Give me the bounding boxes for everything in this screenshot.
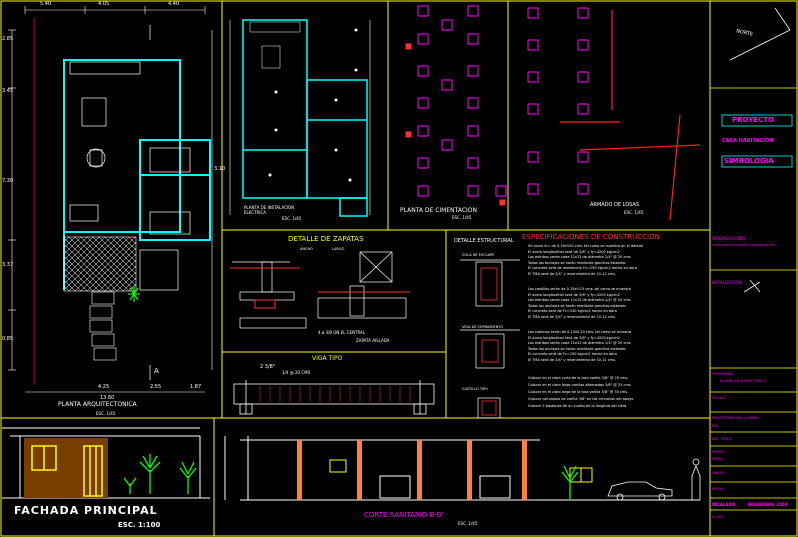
- sidebar-obs-text: COTAS EN CENTIMETROS NIVELES EN MTS: [712, 243, 776, 247]
- spec-line: El concreto será de resistencia f'c=150 …: [528, 266, 637, 270]
- planta-arquitectonica: [8, 6, 213, 393]
- planta-cimentacion-title: PLANTA DE CIMENTACION: [400, 207, 478, 214]
- sidebar-field-a: ING. PERI 1: [712, 437, 732, 441]
- sidebar-field-e: FECHA: [712, 487, 724, 491]
- spec-line: El TMA será de 3/4" y revenimiento de 10…: [528, 271, 617, 276]
- corte-sanitario: [224, 436, 701, 501]
- sidebar-proyecto: PROYECTO: [732, 116, 774, 124]
- dim-top-2: 4.05: [98, 1, 110, 7]
- spec-line: Los castillos serán de 0.15x0.15 cms. ta…: [528, 287, 631, 291]
- spec-line: El acero longitudinal será de 3/8" y fy=…: [528, 335, 620, 340]
- viga-bar-top: 2 3/8": [260, 364, 276, 370]
- corte-scale: ESC. 1/45: [458, 521, 478, 526]
- spec-line: El TMA será de 3/4" y revenimiento de 10…: [528, 314, 617, 319]
- spec-line: Las cadenas serán de 0.15x0.20 cms. tal …: [528, 330, 632, 334]
- spec-line: Los estribos serán cada 11x12 de diámetr…: [528, 255, 631, 259]
- zapata-col-2: LARGO: [332, 247, 345, 251]
- spec-line: Los estribos serán cada 11x12 de diámetr…: [528, 341, 631, 345]
- sidebar-fecha-label: INCALADO: [712, 502, 736, 507]
- dim-bottom-total: 13.60: [100, 395, 115, 401]
- sidebar-field-c: FIRMA: [712, 457, 723, 461]
- especificaciones-title: ESPECIFICACIONES DE CONSTRUCCION: [522, 233, 660, 241]
- dim-left-3: 7.30: [2, 178, 14, 184]
- planta-cimentacion-scale: ESC. 1/45: [452, 215, 472, 220]
- dim-left-4: 3.37: [2, 262, 14, 268]
- spec-line: El acero longitudinal será de 3/8" y fy=…: [528, 292, 620, 297]
- zapata-note-2: ZAPATA AISLADA: [356, 338, 390, 343]
- sidebar-fecha-val: NOVIEMBRE 2003: [748, 502, 788, 507]
- spec-line: Colocar columpios de varilla 3/8" en las…: [528, 397, 634, 401]
- spec-line: El TMA será de 3/4" y revenimiento de 10…: [528, 357, 617, 362]
- sidebar-field-b: PERITO: [712, 450, 725, 454]
- spec-line: Se acero fc= de 4.30x120 cms. tal como s…: [528, 244, 643, 248]
- dim-bottom-1: 4.25: [98, 384, 110, 390]
- estructural-label-2: VIGA DE CERRAMIENTO: [462, 325, 504, 329]
- detalle-zapatas: [230, 251, 410, 329]
- planta-electrica-scale: ESC. 1/45: [282, 216, 302, 221]
- spec-line: Colocar en el claro largo de la losa var…: [528, 390, 629, 394]
- armado-losas: [527, 7, 701, 221]
- sidebar-contenido: CONTENIDO: [712, 372, 734, 376]
- dim-bottom-2: 2.55: [150, 384, 162, 390]
- spec-line: Todos los anclajes se harán mediante gan…: [528, 346, 626, 351]
- sidebar-localizacion: LOCALIZACION:: [712, 280, 744, 285]
- sidebar-simbologia: SIMBOLOGIA: [724, 157, 774, 165]
- fachada-scale: ESC. 1:100: [118, 521, 161, 529]
- dim-left-2: 3.45: [2, 88, 14, 94]
- viga-tipo-title: VIGA TIPO: [312, 355, 343, 362]
- sidebar-propietario-val: ING.: [712, 424, 720, 428]
- spec-line: Todos los anclajes se harán mediante gan…: [528, 260, 626, 265]
- dim-right-1: 3.10: [214, 166, 226, 172]
- sidebar-observaciones: OBSERVACIONES: [712, 236, 746, 241]
- planta-cimentacion: [405, 5, 507, 206]
- spec-line: El concreto será de f'c=150 kg/cm2 hecho…: [528, 352, 617, 356]
- armado-losas-title: ARMADO DE LOSAS: [590, 202, 640, 208]
- title-block: [710, 7, 797, 511]
- spec-line: Colocar 2 bastones de un cuarto de la lo…: [528, 404, 627, 408]
- detalle-estructural: [460, 259, 520, 419]
- fachada-title: FACHADA PRINCIPAL: [14, 504, 158, 517]
- dim-left-1: 2.85: [2, 36, 14, 42]
- corte-title: CORTE SANITARIO B-B': [364, 511, 444, 519]
- spec-line: El acero longitudinal será de 3/8" y fy=…: [528, 249, 620, 254]
- estructural-label-3: CASTILLO TIPO: [462, 387, 488, 391]
- dim-left-5: 0.85: [2, 336, 14, 342]
- planta-arquitectonica-title: PLANTA ARQUITECTONICA: [58, 401, 137, 408]
- sidebar-contenido-val: PLANTA ARQUITECTONICA: [720, 379, 766, 383]
- dim-top-3: 4.40: [168, 1, 180, 7]
- sidebar-escala: ESCALA: [712, 396, 726, 400]
- spec-line: Colocar en el claro largo varillas alter…: [528, 383, 632, 387]
- spec-line: Todos los anclajes se harán mediante gan…: [528, 303, 626, 308]
- planta-electrica-title: PLANTA DE INSTALACION ELECTRICA: [244, 205, 295, 215]
- dim-top-1: 5.40: [40, 1, 52, 7]
- viga-tipo: [233, 380, 435, 415]
- detalle-zapatas-title: DETALLE DE ZAPATAS: [288, 235, 364, 243]
- axis-label-a: A: [154, 367, 159, 375]
- sidebar-field-d: DIBUJO: [712, 471, 725, 475]
- sidebar-casa: CASA HABITACION: [722, 138, 774, 144]
- detalle-estructural-title: DETALLE ESTRUCTURAL: [454, 238, 514, 244]
- planta-electrica: [229, 19, 371, 217]
- fachada-principal: [2, 427, 210, 499]
- planta-arquitectonica-scale: ESC. 1/45: [96, 411, 116, 416]
- estructural-label-1: COLA DE ESCLAPE: [462, 253, 495, 257]
- viga-stirrup: 1/4 @ 20 CMS: [282, 370, 311, 375]
- sidebar-propietario: PROPIETARIO DE LA OBRA: [712, 416, 758, 420]
- sidebar-clave: CLAVE: [712, 515, 724, 519]
- armado-losas-scale: ESC. 1/45: [624, 210, 644, 215]
- zapata-col-1: ANCHO: [300, 247, 313, 251]
- dim-bottom-3: 1.87: [190, 384, 202, 390]
- spec-line: El concreto será de f'c=150 kg/cm2 hecho…: [528, 309, 617, 313]
- spec-line: Los estribos serán cada 11x12 de diámetr…: [528, 298, 631, 302]
- spec-line: Colocar en el claro corto de la losa var…: [528, 376, 629, 380]
- zapata-note-1: 4 ø 3/8 ON EL CENTRAL: [318, 330, 366, 335]
- specs-list: Se acero fc= de 4.30x120 cms. tal como s…: [528, 244, 708, 410]
